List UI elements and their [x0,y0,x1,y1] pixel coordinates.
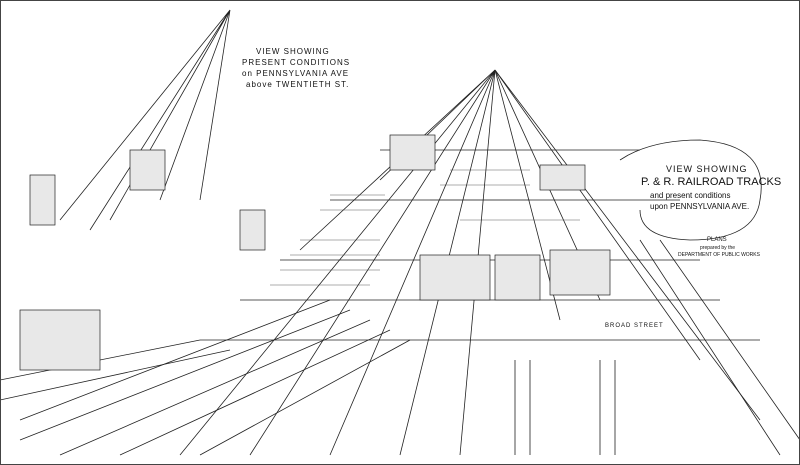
main-caption-line1: VIEW SHOWING [666,164,748,174]
plans-line1: prepared by the [700,245,736,251]
inset-caption-line3: on PENNSYLVANIA AVE [242,69,350,78]
inset-caption-line2: PRESENT CONDITIONS [242,58,351,67]
plans-title: PLANS [707,237,727,243]
main-caption-line3: and present conditions [650,191,731,200]
main-caption-line4: upon PENNSYLVANIA AVE. [650,202,750,211]
plans-line2: DEPARTMENT OF PUBLIC WORKS [678,252,760,258]
broad-street-label: BROAD STREET [605,323,664,329]
inset-caption-line1: VIEW SHOWING [256,47,330,56]
main-caption-line2: P. & R. RAILROAD TRACKS [641,176,782,188]
inset-caption-line4: above TWENTIETH ST. [246,80,350,89]
